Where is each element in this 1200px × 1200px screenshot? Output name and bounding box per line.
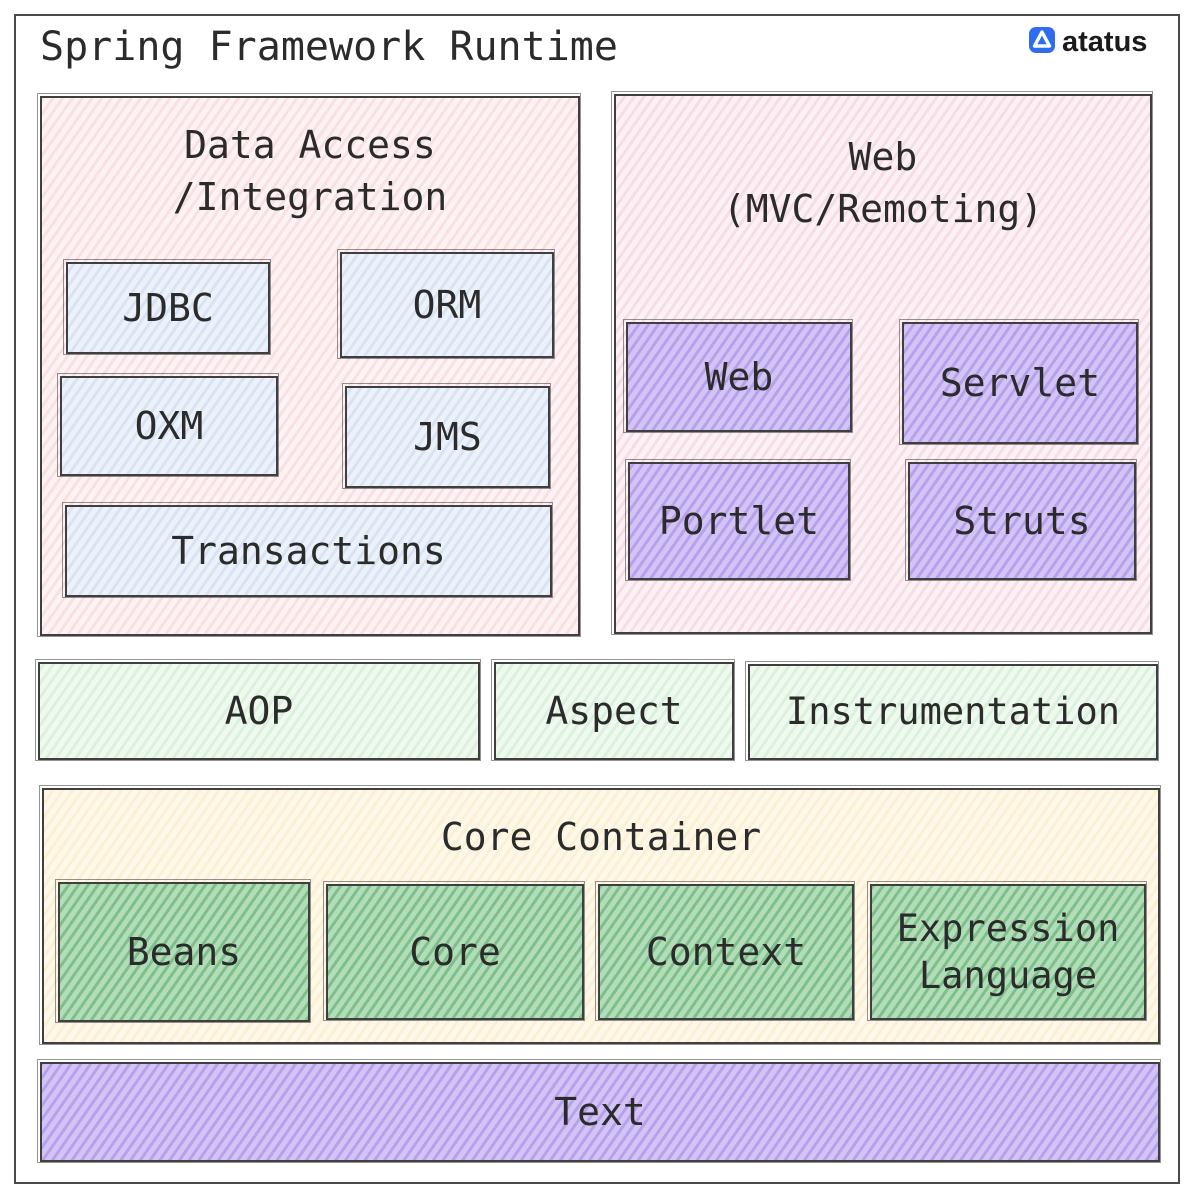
module-context: Context — [595, 881, 855, 1021]
module-oxm-label: OXM — [134, 403, 204, 448]
module-beans: Beans — [55, 879, 311, 1023]
module-orm-label: ORM — [412, 282, 482, 327]
module-portlet-label: Portlet — [658, 498, 820, 543]
web-group-label-line2: (MVC/Remoting) — [722, 186, 1044, 231]
module-aspect: Aspect — [491, 659, 735, 761]
module-aspect-label: Aspect — [545, 688, 683, 733]
diagram-frame — [14, 14, 1180, 1184]
module-aop: AOP — [35, 659, 481, 761]
module-expression-language: Expression Language — [867, 881, 1147, 1021]
module-text: Text — [37, 1059, 1161, 1163]
module-jms-label: JMS — [413, 414, 482, 459]
module-struts: Struts — [905, 459, 1137, 581]
module-expression-language-line2: Language — [918, 954, 1098, 997]
web-group-label-line1: Web — [848, 135, 918, 179]
module-servlet-label: Servlet — [939, 360, 1101, 405]
atatus-logo-text: atatus — [1062, 26, 1148, 58]
module-portlet: Portlet — [625, 459, 851, 581]
module-servlet: Servlet — [899, 319, 1139, 445]
module-instrumentation: Instrumentation — [745, 661, 1159, 761]
module-jms: JMS — [342, 383, 551, 489]
module-oxm: OXM — [57, 373, 279, 477]
module-core: Core — [323, 881, 585, 1021]
atatus-logo: atatus — [1028, 26, 1147, 59]
module-expression-language-line1: Expression — [896, 906, 1120, 950]
data-access-label-line2: /Integration — [172, 174, 448, 219]
module-aop-label: AOP — [224, 688, 294, 733]
module-beans-label: Beans — [126, 929, 242, 974]
module-jdbc-label: JDBC — [122, 285, 214, 330]
module-jdbc: JDBC — [63, 259, 271, 355]
core-container-label: Core Container — [440, 815, 762, 859]
web-group-label: Web (MVC/Remoting) — [616, 132, 1150, 235]
atatus-logo-icon — [1028, 26, 1056, 59]
data-access-label-line1: Data Access — [184, 123, 436, 167]
module-context-label: Context — [645, 929, 807, 974]
module-instrumentation-label: Instrumentation — [785, 690, 1121, 734]
module-struts-label: Struts — [953, 498, 1091, 543]
diagram-title: Spring Framework Runtime — [40, 24, 618, 70]
module-core-label: Core — [409, 929, 501, 974]
module-transactions: Transactions — [62, 502, 553, 598]
module-text-label: Text — [554, 1089, 646, 1134]
data-access-label: Data Access /Integration — [42, 120, 578, 223]
module-orm: ORM — [337, 249, 555, 359]
module-web: Web — [623, 319, 853, 433]
module-web-label: Web — [704, 354, 774, 399]
module-transactions-label: Transactions — [171, 528, 446, 573]
